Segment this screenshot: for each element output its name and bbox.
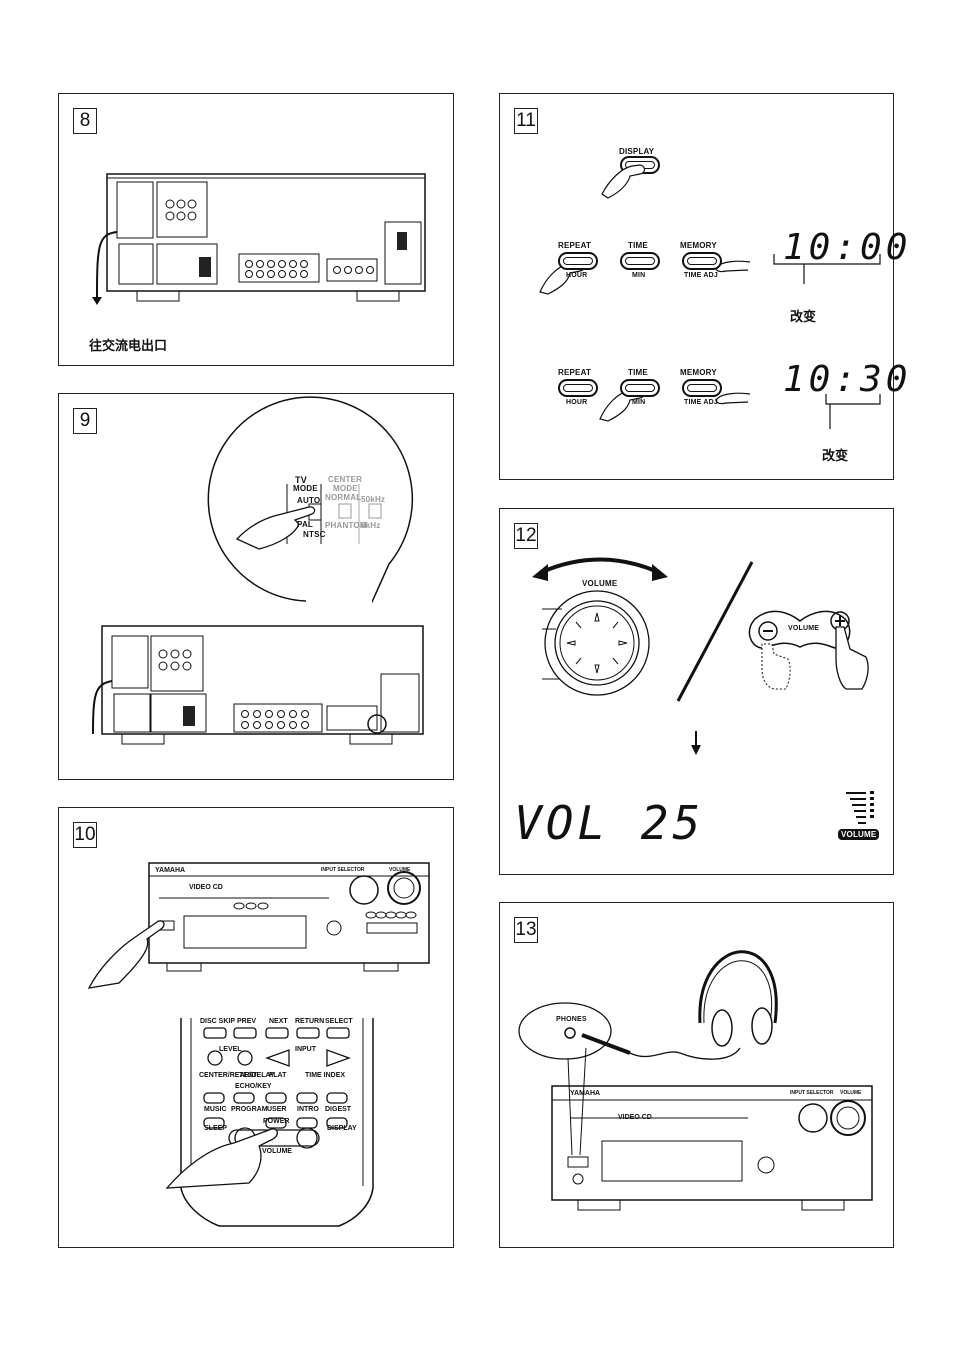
input-selector-label: INPUT SELECTOR — [790, 1090, 834, 1096]
step-number: 9 — [73, 408, 97, 434]
step-12-panel: 12 — [499, 508, 894, 875]
center-mode-label: MODE — [333, 484, 358, 493]
tv-label: TV — [295, 475, 307, 485]
repeat-button-2[interactable] — [558, 379, 598, 397]
step-9-panel: 9 TV MODE AUTO PAL NTSC — [58, 393, 454, 780]
volume-badge: VOLUME — [838, 829, 880, 840]
remote-program[interactable]: PROGRAM — [231, 1106, 268, 1113]
repeat-label-2: REPEAT — [558, 368, 592, 377]
ac-outlet-caption: 往交流电出口 — [89, 339, 168, 354]
remote-center-rear-delay[interactable]: CENTER/REAR/DELAY — [199, 1072, 275, 1079]
tv-mode-switch-illustration — [92, 396, 424, 745]
step-8-panel: 8 往交流电出口 — [58, 93, 454, 366]
volume-control-illustration — [532, 557, 874, 824]
remote-input[interactable]: INPUT — [295, 1046, 316, 1053]
receiver-rear-illustration — [92, 173, 426, 305]
remote-music[interactable]: MUSIC — [204, 1106, 227, 1113]
step-number: 10 — [73, 822, 97, 848]
remote-level[interactable]: LEVEL — [219, 1046, 242, 1053]
memory-label-2: MEMORY — [680, 368, 717, 377]
remote-prev[interactable]: PREV — [237, 1018, 257, 1025]
remote-select[interactable]: SELECT — [325, 1018, 353, 1025]
change-caption-1: 改变 — [790, 310, 817, 325]
tv-pal-label: PAL — [297, 520, 314, 529]
remote-volume-label: VOLUME — [788, 625, 820, 632]
clock-readout-1: 10:00 — [783, 227, 912, 268]
time-label-2: TIME — [628, 368, 648, 377]
remote-digest[interactable]: DIGEST — [325, 1106, 352, 1113]
center-normal-label: NORMAL — [325, 493, 362, 502]
memory-label-1: MEMORY — [680, 241, 717, 250]
remote-next[interactable]: NEXT — [269, 1018, 288, 1025]
panel-volume-label: VOLUME — [840, 1090, 862, 1096]
front-panel-and-remote-illustration — [87, 862, 430, 1227]
hour-label-2: HOUR — [566, 399, 588, 406]
hour-label-1: HOUR — [566, 272, 588, 279]
remote-power[interactable]: POWER — [263, 1118, 290, 1125]
video-cd-label: VIDEO CD — [189, 884, 223, 891]
repeat-button-1[interactable] — [558, 252, 598, 270]
display-label: DISPLAY — [619, 147, 655, 156]
min-label-1: MIN — [632, 272, 646, 279]
center-phantom-label: PHANTOM — [325, 521, 367, 530]
step-number: 11 — [514, 108, 538, 134]
tv-mode-label: MODE — [293, 484, 318, 493]
phones-label: PHONES — [556, 1016, 587, 1023]
remote-volume[interactable]: VOLUME — [262, 1148, 292, 1155]
repeat-label-1: REPEAT — [558, 241, 592, 250]
knob-volume-label: VOLUME — [582, 579, 618, 588]
remote-test[interactable]: TEST — [239, 1072, 257, 1079]
brand-label: YAMAHA — [570, 1090, 601, 1097]
tv-auto-label: AUTO — [297, 496, 321, 505]
time-button-2[interactable] — [620, 379, 660, 397]
hand-illustrations — [539, 164, 881, 429]
tv-ntsc-label: NTSC — [303, 530, 326, 539]
change-caption-2: 改变 — [822, 449, 849, 464]
clock-readout-2: 10:30 — [783, 359, 912, 400]
step-13-panel: 13 PHONES YAMAHA VIDEO CD INPUT SELECTOR… — [499, 902, 894, 1248]
step-10-panel: 10 — [58, 807, 454, 1248]
remote-time-index[interactable]: TIME INDEX — [305, 1072, 346, 1079]
freq-50-label: 50kHz — [361, 495, 386, 504]
step-number: 12 — [514, 523, 538, 549]
remote-flat[interactable]: FLAT — [269, 1072, 287, 1079]
center-label: CENTER — [328, 475, 363, 484]
remote-sleep[interactable]: SLEEP — [204, 1125, 227, 1132]
volume-readout: VOL 25 — [514, 796, 705, 850]
time-label-1: TIME — [628, 241, 648, 250]
input-selector-label: INPUT SELECTOR — [321, 867, 365, 873]
min-label-2: MIN — [632, 399, 646, 406]
step-number: 8 — [73, 108, 97, 134]
remote-disc-skip[interactable]: DISC SKIP — [200, 1018, 236, 1025]
remote-echo-key[interactable]: ECHO/KEY — [235, 1083, 272, 1090]
brand-label: YAMAHA — [155, 867, 186, 874]
panel-volume-label: VOLUME — [389, 867, 411, 873]
time-adj-label-1: TIME ADJ — [684, 272, 719, 279]
time-adj-label-2: TIME ADJ — [684, 399, 719, 406]
memory-button-1[interactable] — [682, 252, 722, 270]
remote-display[interactable]: DISPLAY — [327, 1125, 357, 1132]
headphones-illustration — [518, 950, 873, 1211]
remote-intro[interactable]: INTRO — [297, 1106, 319, 1113]
video-cd-label: VIDEO CD — [618, 1114, 652, 1121]
step-11-panel: 11 DISPLAY REPEAT HOUR TIME MIN MEMORY T… — [499, 93, 907, 480]
freq-6-label: 6kHz — [361, 521, 381, 530]
step-number: 13 — [514, 917, 538, 943]
remote-return[interactable]: RETURN — [295, 1018, 325, 1025]
time-button-1[interactable] — [620, 252, 660, 270]
memory-button-2[interactable] — [682, 379, 722, 397]
remote-user[interactable]: USER — [267, 1106, 287, 1113]
